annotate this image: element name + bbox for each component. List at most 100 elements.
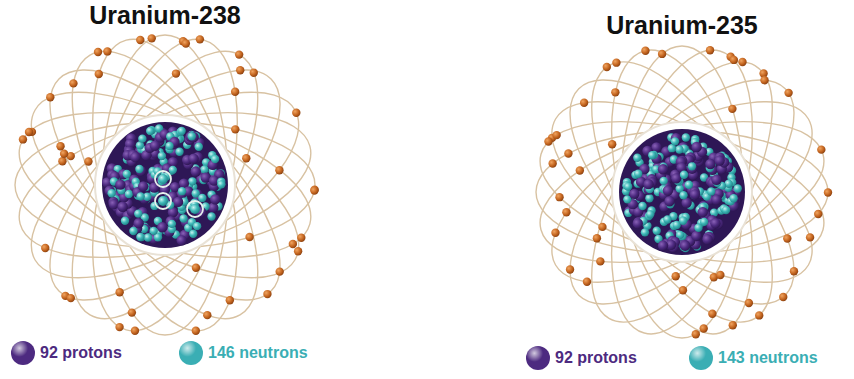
neutron (722, 206, 730, 214)
electron (641, 46, 649, 54)
electron (46, 93, 54, 101)
electron (658, 50, 666, 58)
neutron (679, 217, 687, 225)
electron-orbits (525, 35, 839, 345)
proton (714, 155, 724, 165)
electron (58, 157, 66, 165)
neutron (169, 166, 177, 174)
neutron (663, 215, 671, 223)
nucleus-ring (95, 115, 235, 255)
electron (172, 69, 180, 77)
electron (67, 294, 75, 302)
neutron (680, 171, 688, 179)
legend-swatch (688, 345, 714, 371)
electron (192, 327, 200, 335)
orbit (14, 34, 315, 335)
electron (611, 88, 619, 96)
neutron (188, 177, 196, 185)
neutron (175, 148, 183, 156)
neutron (694, 224, 702, 232)
electron (294, 247, 302, 255)
proton (188, 153, 198, 163)
electron (552, 131, 560, 139)
electron (814, 210, 822, 218)
atom-heading: Uranium-238 (5, 2, 325, 30)
neutron (189, 230, 197, 238)
proton (711, 175, 721, 185)
atom-heading: Uranium-235 (522, 12, 842, 40)
neutron (688, 162, 696, 170)
neutron (146, 127, 154, 135)
neutron (129, 227, 137, 235)
proton (702, 234, 712, 244)
orbit (65, 24, 264, 342)
electron (25, 128, 33, 136)
electron (275, 166, 283, 174)
electron (148, 34, 156, 42)
orbit (35, 24, 294, 342)
electron (806, 233, 814, 241)
electron (671, 272, 679, 280)
neutron (646, 210, 654, 218)
legend-label: 92 protons (40, 344, 122, 362)
electron (699, 324, 707, 332)
electron (596, 257, 604, 265)
neutron (158, 152, 166, 160)
neutron (217, 180, 225, 188)
atom: Uranium-238 (5, 0, 325, 342)
proton (176, 235, 186, 245)
legend-label: 146 neutrons (208, 344, 308, 362)
neutron (177, 127, 185, 135)
electron (679, 286, 687, 294)
orbit (15, 122, 315, 248)
electron (250, 68, 258, 76)
neutron (158, 174, 168, 184)
electron (196, 35, 204, 43)
proton (710, 218, 720, 228)
electron (203, 311, 211, 319)
electron (562, 208, 570, 216)
electron (292, 109, 300, 117)
atom-illustration (522, 0, 842, 345)
legend-entry: 92 protons (10, 340, 122, 366)
proton (698, 207, 708, 217)
proton (705, 159, 715, 169)
nucleus-ring (612, 122, 752, 262)
electron (56, 142, 64, 150)
atom-illustration (5, 0, 325, 342)
neutron (190, 204, 200, 214)
proton (157, 222, 167, 232)
legend-entry: 146 neutrons (178, 340, 308, 366)
orbit (35, 24, 294, 342)
neutron (685, 181, 693, 189)
neutron (675, 145, 683, 153)
neutron (158, 196, 168, 206)
electron (297, 234, 305, 242)
electron (95, 70, 103, 78)
electron (94, 48, 102, 56)
electron (310, 185, 318, 193)
electrons (19, 34, 319, 335)
electron (231, 87, 239, 95)
proton (711, 194, 721, 204)
neutron (729, 194, 737, 202)
electron (544, 137, 552, 145)
neutron (211, 155, 219, 163)
neutron (136, 192, 144, 200)
proton (691, 231, 701, 241)
neutron (734, 184, 742, 192)
neutron (624, 182, 632, 190)
neutron (671, 137, 679, 145)
electron (236, 66, 244, 74)
electron (608, 140, 616, 148)
electron (182, 39, 190, 47)
electron (784, 89, 792, 97)
proton (690, 189, 700, 199)
proton (663, 185, 673, 195)
orbit (621, 46, 744, 338)
neutron (149, 227, 157, 235)
neutron (659, 177, 667, 185)
neutron (198, 194, 206, 202)
legend-entry: 92 protons (525, 345, 637, 371)
